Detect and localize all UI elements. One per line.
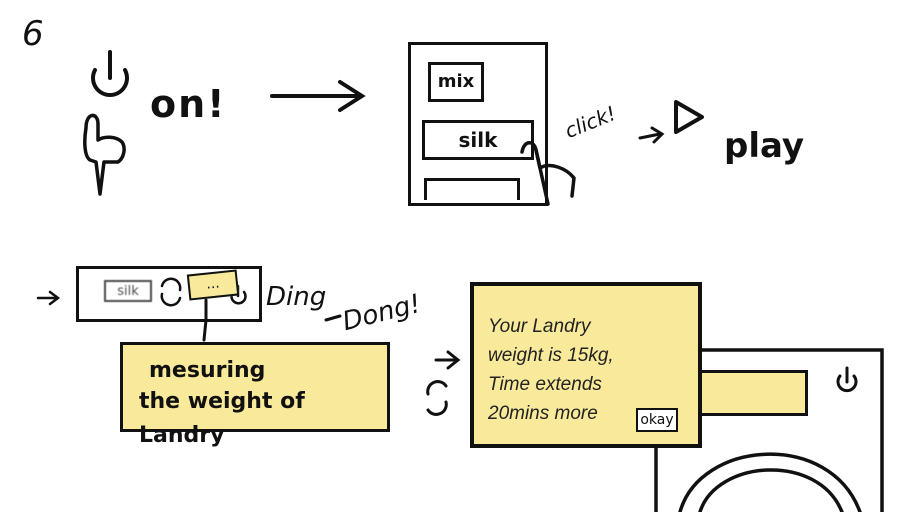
mini-panel xyxy=(76,266,262,322)
play-icon xyxy=(674,100,704,134)
menu-item-mix-label: mix xyxy=(437,71,475,92)
measuring-line-2: the weight of Landry xyxy=(139,389,305,448)
refresh-icon xyxy=(160,277,182,307)
step-number: 6 xyxy=(22,14,44,54)
menu-item-silk[interactable]: silk xyxy=(422,120,534,160)
small-arrow-icon xyxy=(638,126,665,144)
menu-item-silk-label: silk xyxy=(458,128,498,152)
washing-machine xyxy=(654,348,884,512)
popup-line-1: Your Landry xyxy=(488,316,591,337)
power-icon xyxy=(91,50,129,97)
next-arrow-icon xyxy=(434,350,461,370)
weight-popup: Your Landry weight is 15kg, Time extends… xyxy=(470,282,702,448)
ding-label: Ding xyxy=(266,282,327,312)
menu-item-partial[interactable] xyxy=(424,178,520,200)
menu-item-mix[interactable]: mix xyxy=(428,62,484,102)
refresh-icon-large xyxy=(426,380,448,416)
right-arrow-icon xyxy=(270,80,366,112)
play-label: play xyxy=(724,126,805,166)
device-panel xyxy=(408,42,548,206)
mini-dots: ... xyxy=(205,275,221,293)
mini-yellow-button[interactable]: ... xyxy=(186,269,240,301)
measuring-note: mesuring the weight of Landry xyxy=(120,342,390,448)
on-label: on! xyxy=(150,82,227,126)
popup-line-3: Time extends xyxy=(488,374,602,395)
mini-silk-label: silk xyxy=(117,284,139,299)
mini-silk-button[interactable]: silk xyxy=(104,280,152,302)
popup-line-4: 20mins more xyxy=(488,403,598,424)
measuring-line-1: mesuring xyxy=(149,358,266,383)
machine-power-icon xyxy=(836,366,858,393)
okay-label: okay xyxy=(640,412,674,428)
popup-line-2: weight is 15kg, xyxy=(488,345,614,366)
pointing-hand-icon xyxy=(83,113,126,196)
row-arrow-icon xyxy=(36,290,61,306)
sound-dash xyxy=(324,314,342,322)
machine-display xyxy=(702,370,808,416)
okay-button[interactable]: okay xyxy=(636,408,678,432)
